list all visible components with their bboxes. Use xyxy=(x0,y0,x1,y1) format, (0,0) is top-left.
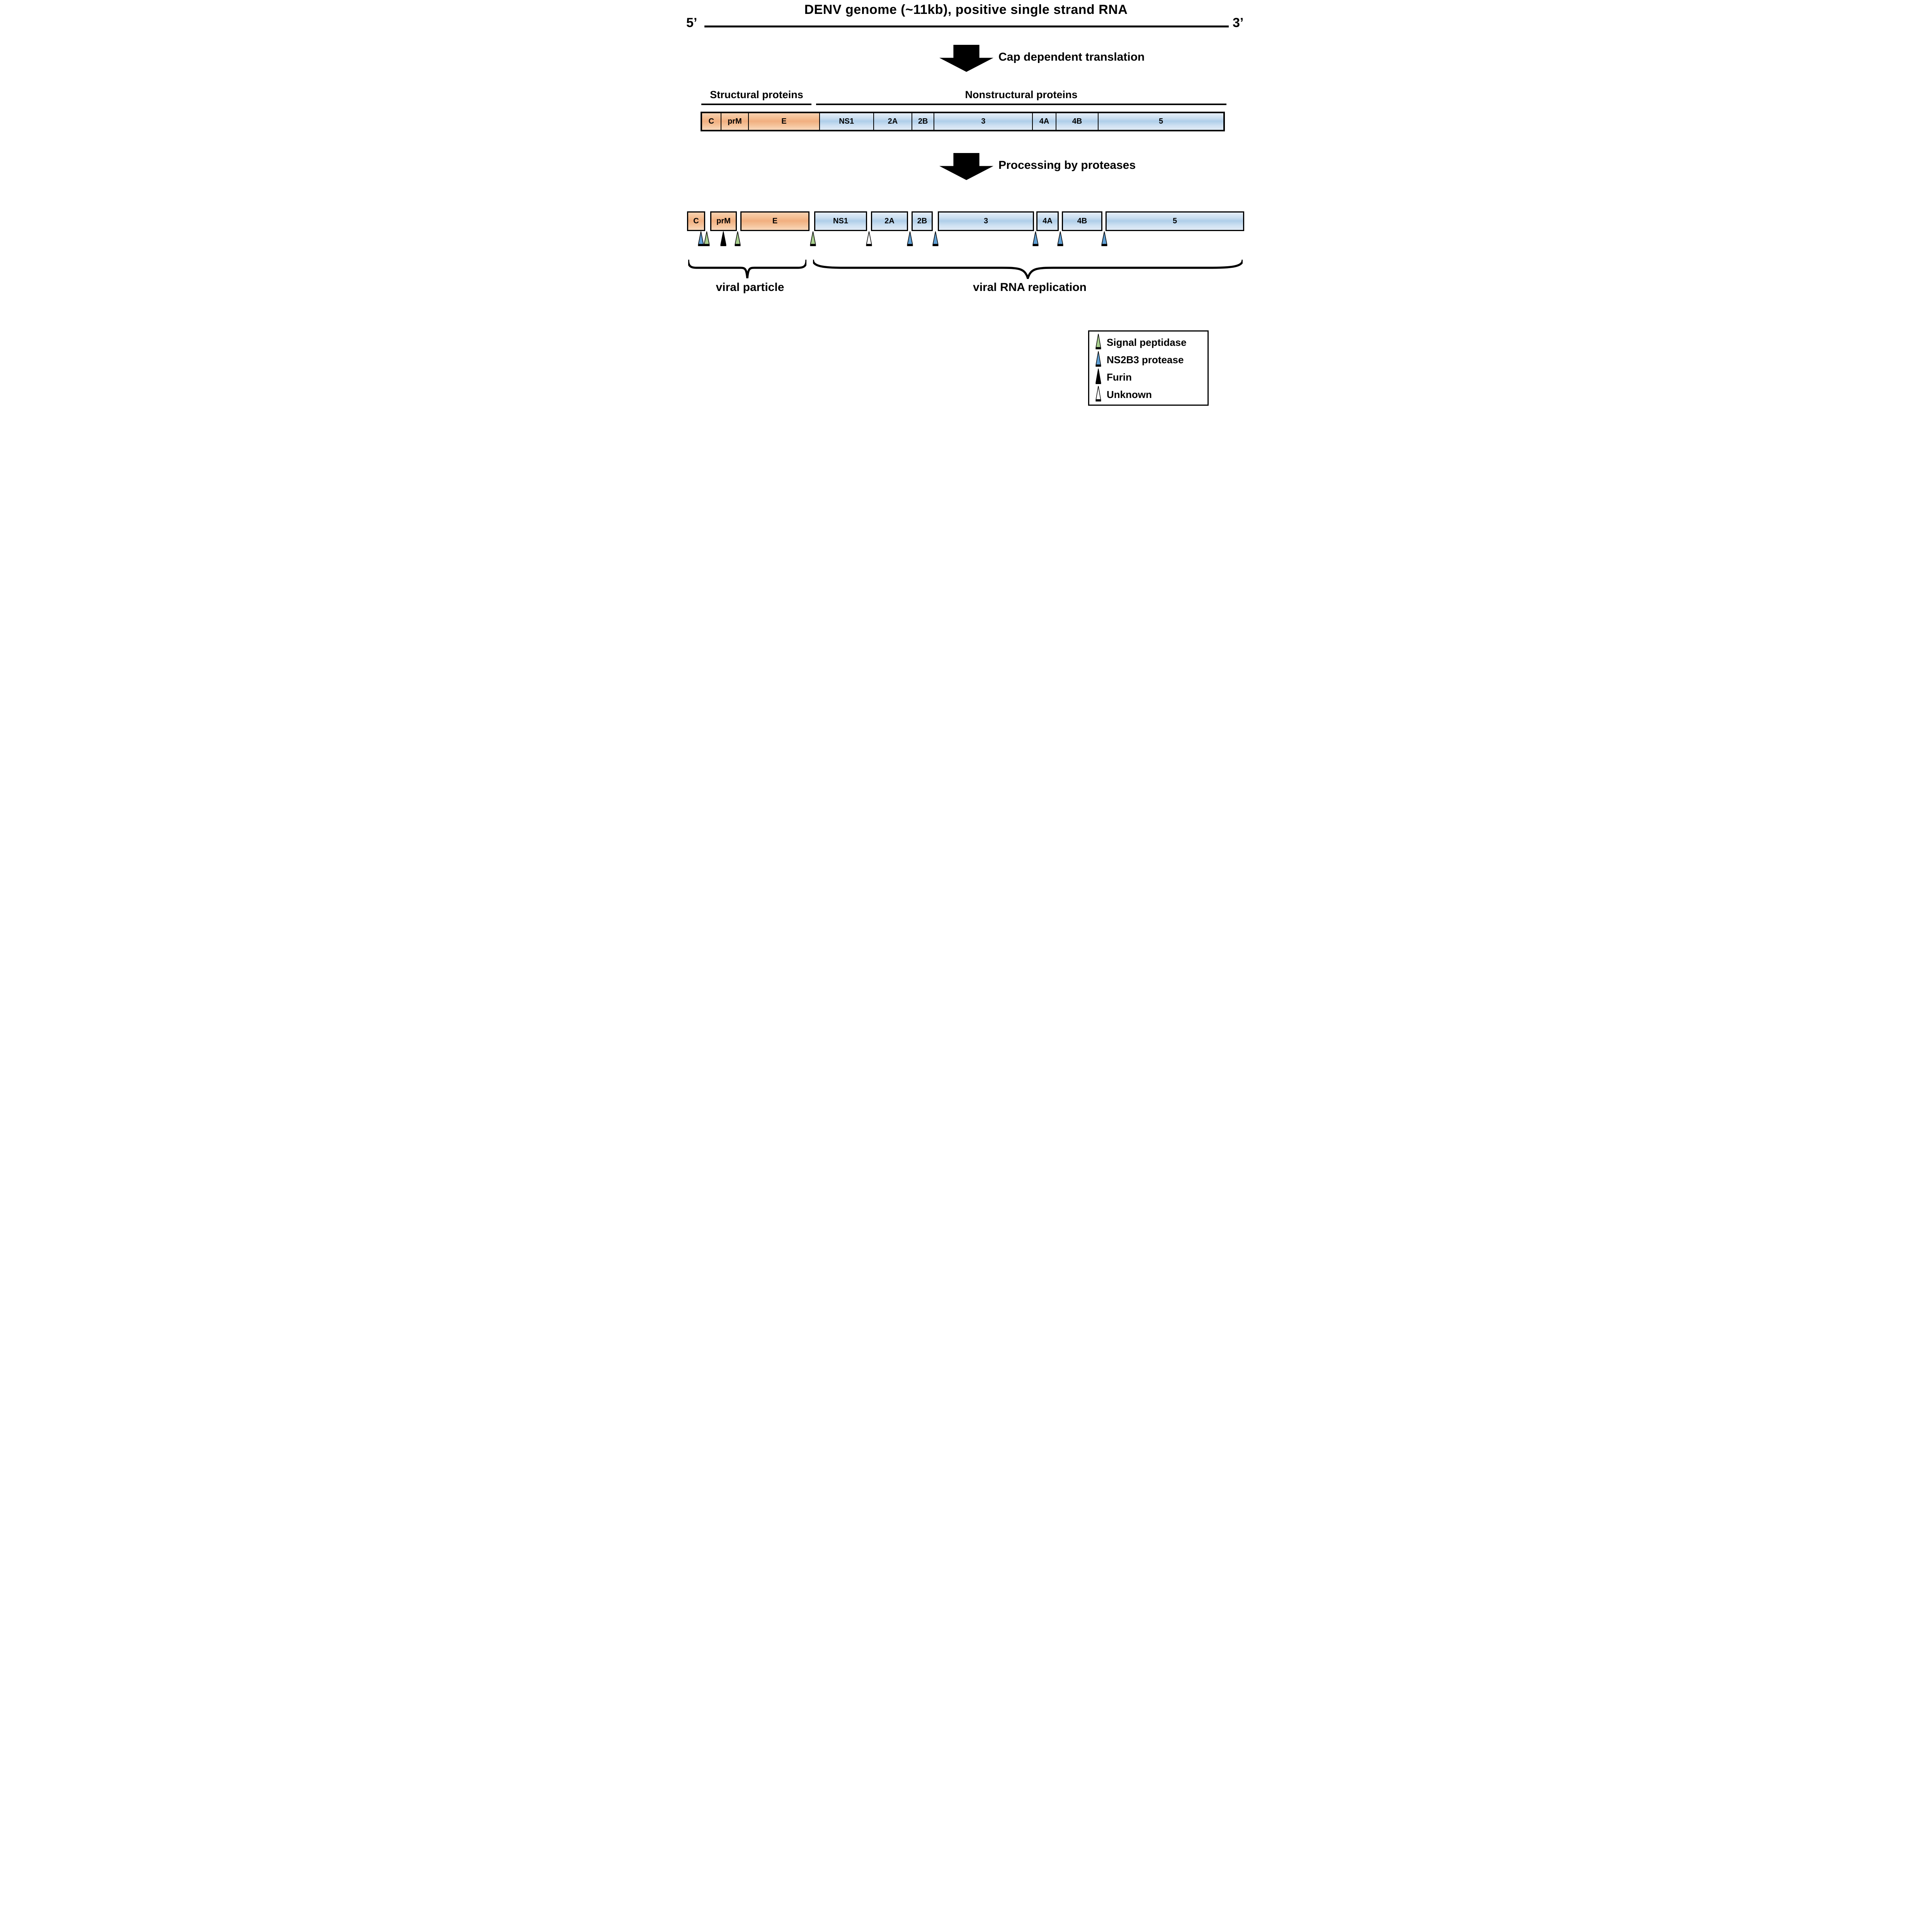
polyprotein-segment-3: 3 xyxy=(934,113,1033,130)
legend-triangle-icon xyxy=(1095,333,1101,352)
cleavage-site-triangle-icon xyxy=(1032,231,1039,247)
bracket-label-viral-rna-replication: viral RNA replication xyxy=(973,281,1087,294)
legend-item: Unknown xyxy=(1095,386,1208,403)
polyprotein-segment-2B: 2B xyxy=(912,113,935,130)
cleavage-site-triangle-icon xyxy=(932,231,939,247)
protein-box-5: 5 xyxy=(1105,211,1244,231)
protein-box-2B: 2B xyxy=(912,211,933,231)
protein-box-3: 3 xyxy=(938,211,1034,231)
denv-genome-figure: DENV genome (~11kb), positive single str… xyxy=(684,0,1248,408)
translation-step-label: Cap dependent translation xyxy=(998,51,1145,63)
polyprotein-segment-2A: 2A xyxy=(874,113,913,130)
cleavage-site-triangle-icon xyxy=(1057,231,1063,247)
three-prime-label: 3’ xyxy=(1233,15,1244,30)
cleavage-site-triangle-icon xyxy=(907,231,913,247)
legend-label: Furin xyxy=(1107,371,1132,383)
polyprotein-segment-5: 5 xyxy=(1099,113,1224,130)
legend-item: NS2B3 protease xyxy=(1095,351,1208,369)
protein-box-4B: 4B xyxy=(1062,211,1102,231)
cleavage-site-triangle-icon xyxy=(866,231,872,247)
legend-triangle-icon xyxy=(1095,368,1101,386)
nonstructural-proteins-label: Nonstructural proteins xyxy=(965,89,1078,100)
legend-label: Signal peptidase xyxy=(1107,337,1187,348)
genome-rna-line xyxy=(704,26,1229,27)
protein-box-2A: 2A xyxy=(871,211,908,231)
polyprotein-segment-prM: prM xyxy=(721,113,749,130)
down-arrow-icon xyxy=(939,45,993,72)
bracket-label-viral-particle: viral particle xyxy=(716,281,784,294)
five-prime-label: 5’ xyxy=(686,15,697,30)
polyprotein-segment-NS1: NS1 xyxy=(820,113,874,130)
legend-triangle-icon xyxy=(1095,351,1101,369)
legend-item: Signal peptidase xyxy=(1095,333,1208,352)
structural-proteins-label: Structural proteins xyxy=(710,89,803,100)
cleavage-site-triangle-icon xyxy=(698,231,704,247)
polyprotein-segment-4A: 4A xyxy=(1033,113,1057,130)
cleavage-site-triangle-icon xyxy=(720,231,726,247)
curly-brace-icon xyxy=(813,260,1243,279)
protein-box-prM: prM xyxy=(710,211,737,231)
polyprotein-segment-E: E xyxy=(749,113,820,130)
processing-step-label: Processing by proteases xyxy=(998,159,1136,172)
cleavage-site-triangle-icon xyxy=(1101,231,1107,247)
down-arrow-icon xyxy=(939,153,993,180)
legend: Signal peptidase NS2B3 protease Furin Un… xyxy=(1088,330,1209,406)
legend-triangle-icon xyxy=(1095,386,1101,404)
cleavage-site-triangle-icon xyxy=(735,231,741,247)
legend-item: Furin xyxy=(1095,368,1208,386)
polyprotein-segment-C: C xyxy=(702,113,721,130)
protein-box-C: C xyxy=(687,211,705,231)
figure-title: DENV genome (~11kb), positive single str… xyxy=(804,2,1128,17)
nonstructural-underline xyxy=(816,104,1226,105)
polyprotein-segment-4B: 4B xyxy=(1056,113,1099,130)
legend-label: Unknown xyxy=(1107,389,1152,400)
protein-box-4A: 4A xyxy=(1036,211,1059,231)
protein-box-NS1: NS1 xyxy=(814,211,867,231)
legend-label: NS2B3 protease xyxy=(1107,354,1184,366)
cleavage-site-triangle-icon xyxy=(704,231,710,247)
cleavage-site-triangle-icon xyxy=(810,231,816,247)
protein-box-E: E xyxy=(740,211,810,231)
structural-underline xyxy=(701,104,811,105)
curly-brace-icon xyxy=(688,260,806,279)
